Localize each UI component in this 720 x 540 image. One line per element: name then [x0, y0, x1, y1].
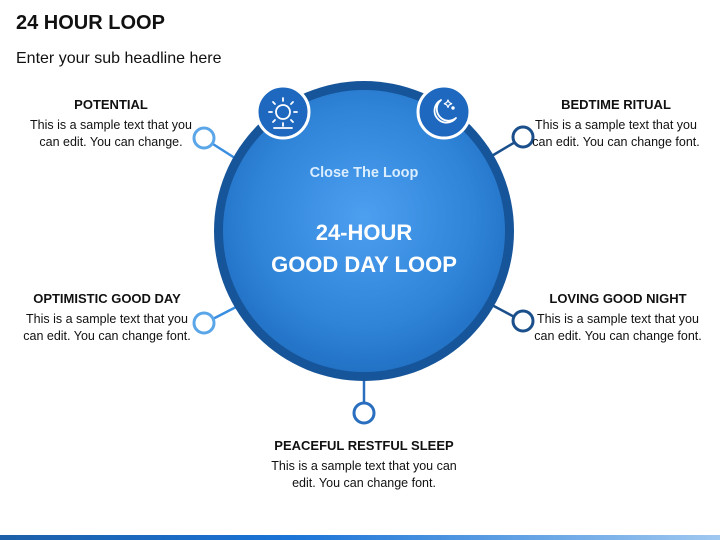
item-text: This is a sample text that you can edit.… [534, 312, 702, 343]
connector-nodes [192, 125, 535, 425]
node-potential [192, 126, 216, 150]
item-heading: PEACEFUL RESTFUL SLEEP [274, 438, 454, 453]
page-title: 24 HOUR LOOP [16, 12, 165, 34]
page-subtitle: Enter your sub headline here [16, 50, 222, 67]
loop-inner-disc [223, 90, 505, 372]
item-heading: BEDTIME RITUAL [561, 97, 671, 112]
item-text: This is a sample text that you can edit.… [30, 118, 192, 149]
item-text: This is a sample text that you can edit.… [271, 459, 457, 490]
item-text: This is a sample text that you can edit.… [23, 312, 191, 343]
node-optimistic [192, 311, 216, 335]
item-potential: POTENTIAL This is a sample text that you… [30, 96, 192, 150]
moon-stars-icon [433, 99, 457, 124]
item-text: This is a sample text that you can edit.… [532, 118, 700, 149]
center-title-line1: 24-HOUR [316, 220, 413, 245]
item-heading: POTENTIAL [74, 97, 148, 112]
footer-bar [0, 535, 720, 540]
item-heading: LOVING GOOD NIGHT [549, 291, 687, 306]
sun-badge [255, 84, 311, 140]
item-loving-good-night: LOVING GOOD NIGHT This is a sample text … [532, 290, 704, 344]
node-bedtime [511, 125, 535, 149]
node-peaceful [352, 401, 376, 425]
sun-icon [268, 97, 298, 129]
moon-badge [416, 84, 472, 140]
center-title-line2: GOOD DAY LOOP [271, 252, 457, 277]
node-loving [511, 309, 535, 333]
center-tagline: Close The Loop [310, 165, 419, 181]
item-heading: OPTIMISTIC GOOD DAY [33, 291, 181, 306]
item-bedtime-ritual: BEDTIME RITUAL This is a sample text tha… [532, 96, 700, 150]
item-peaceful-restful-sleep: PEACEFUL RESTFUL SLEEP This is a sample … [264, 437, 464, 491]
item-optimistic-good-day: OPTIMISTIC GOOD DAY This is a sample tex… [20, 290, 194, 344]
